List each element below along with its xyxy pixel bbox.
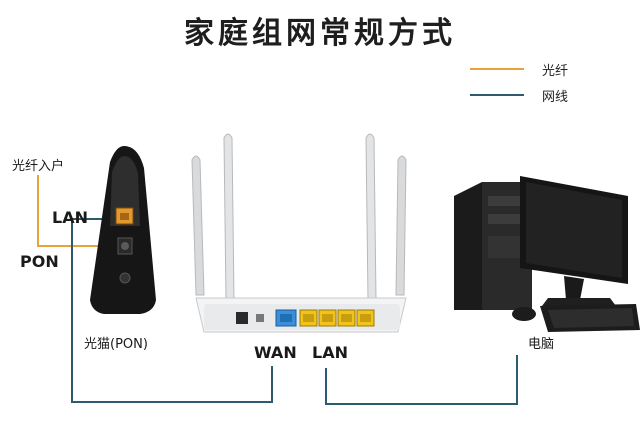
computer-label: 电脑 xyxy=(528,333,554,352)
modem-name-label: 光猫(PON) xyxy=(84,333,148,352)
optical-modem-icon xyxy=(90,146,156,314)
router-wan-label: WAN xyxy=(254,343,297,362)
modem-lan-label: LAN xyxy=(52,208,88,227)
fiber-in-label: 光纤入户 xyxy=(12,155,64,174)
router-icon xyxy=(192,134,406,332)
computer-icon xyxy=(454,176,640,332)
router-lan-label: LAN xyxy=(312,343,348,362)
cable-router-to-computer xyxy=(326,355,517,404)
modem-pon-label: PON xyxy=(20,252,59,271)
